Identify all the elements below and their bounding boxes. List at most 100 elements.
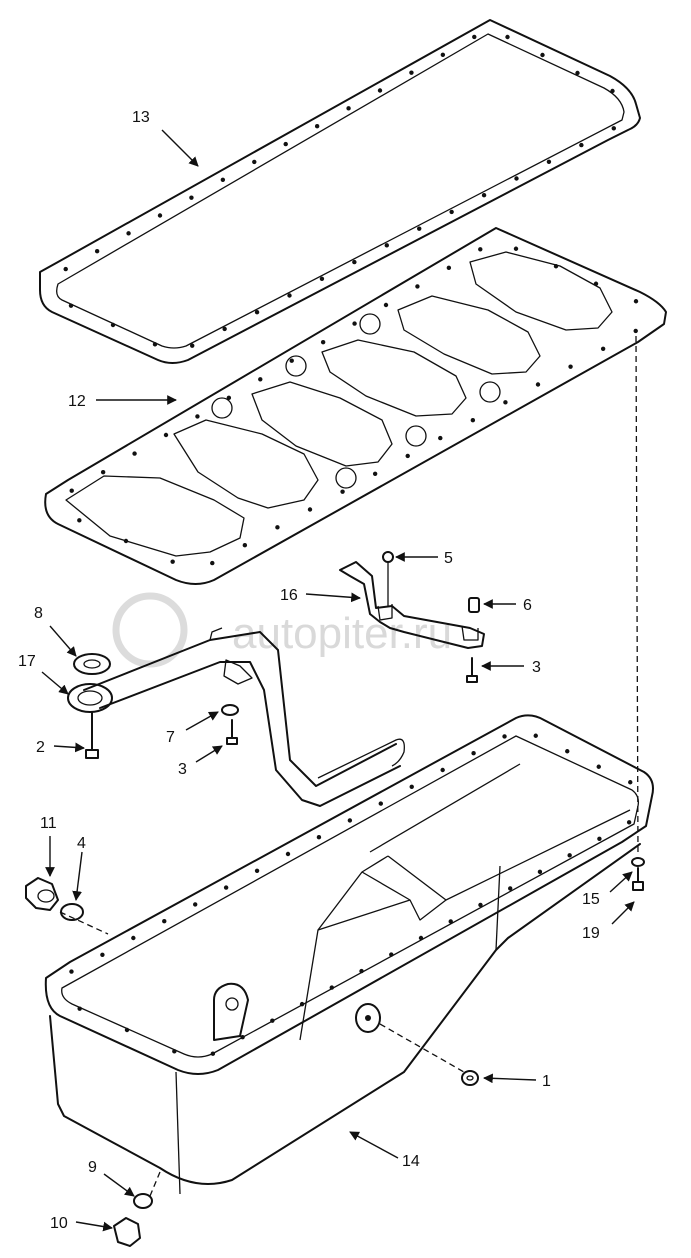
bolt-hole xyxy=(502,734,507,739)
bolt-hole xyxy=(347,818,353,823)
callout-arrows xyxy=(41,129,635,1232)
watermark: autopiter.ru xyxy=(112,592,452,668)
bolt-hole xyxy=(283,141,288,147)
bolt-hole xyxy=(210,560,215,566)
bolt-hole xyxy=(513,246,519,251)
bolt-hole xyxy=(226,395,232,401)
callout-5: 5 xyxy=(444,550,453,567)
bolt-hole xyxy=(69,969,74,974)
bolt-hole xyxy=(446,265,452,271)
bolt-hole xyxy=(77,1006,82,1011)
bolt-hole xyxy=(600,346,606,351)
bolt-hole xyxy=(131,935,136,941)
part-9-o-ring xyxy=(133,1193,153,1209)
bolt-hole xyxy=(69,488,74,493)
part-14-oil-pan xyxy=(44,714,654,1195)
bolt-hole xyxy=(346,106,351,111)
callout-2: 2 xyxy=(36,739,45,756)
bolt-hole xyxy=(68,303,74,308)
alignment-lines xyxy=(59,335,639,1197)
bolt-hole xyxy=(258,377,263,382)
part-6-spacer xyxy=(468,597,480,613)
callout-labels: 13 12 5 16 6 3 8 17 2 7 3 11 4 1 14 9 10… xyxy=(18,109,600,1232)
bolt-hole xyxy=(448,919,453,924)
part-3-bolt-left xyxy=(226,719,238,745)
bolt-hole xyxy=(440,767,445,773)
part-5-nut xyxy=(382,551,394,606)
bolt-hole xyxy=(352,321,357,326)
bolt-hole xyxy=(533,733,538,738)
bolt-hole xyxy=(223,885,229,890)
bolt-hole xyxy=(579,142,584,148)
bolt-hole xyxy=(242,543,248,548)
bolt-hole xyxy=(372,471,378,476)
callout-6: 6 xyxy=(523,597,532,614)
bolt-hole xyxy=(287,293,292,298)
callout-9: 9 xyxy=(88,1159,97,1176)
bolt-hole xyxy=(596,764,601,769)
bolt-hole xyxy=(320,339,326,345)
oil-suction-tube xyxy=(67,627,405,807)
bolt-hole xyxy=(340,489,345,494)
bolt-hole xyxy=(389,952,394,957)
bolt-hole xyxy=(438,435,443,441)
part-2-bolt xyxy=(85,711,99,759)
bolt-hole xyxy=(535,382,541,387)
bolt-hole xyxy=(508,886,513,891)
bolt-hole xyxy=(254,310,260,315)
bolt-hole xyxy=(626,820,632,825)
bolt-hole xyxy=(628,780,633,785)
bolt-hole xyxy=(329,985,334,990)
part-15-washer xyxy=(631,857,645,867)
bolt-hole xyxy=(210,1051,216,1056)
bolt-hole xyxy=(384,243,389,248)
bolt-hole xyxy=(611,126,616,131)
bolt-hole xyxy=(152,342,158,347)
bolt-hole xyxy=(505,34,510,40)
bolt-hole xyxy=(94,249,100,254)
bolt-hole xyxy=(610,88,615,94)
bolt-hole xyxy=(546,159,552,164)
callout-14: 14 xyxy=(402,1153,420,1170)
bolt-hole xyxy=(472,34,477,40)
bolt-hole xyxy=(568,364,573,369)
bolt-hole xyxy=(633,328,638,334)
bolt-hole xyxy=(378,801,383,806)
callout-16: 16 xyxy=(280,587,298,604)
bolt-hole xyxy=(540,52,545,58)
callout-1: 1 xyxy=(542,1073,551,1090)
bolt-hole xyxy=(307,507,313,512)
bolt-hole xyxy=(503,400,508,405)
bolt-hole xyxy=(240,1035,245,1040)
bolt-hole xyxy=(172,1049,177,1054)
bolt-hole xyxy=(409,784,414,789)
bolt-hole xyxy=(299,1001,305,1007)
part-16-bracket xyxy=(339,561,485,649)
bolt-hole xyxy=(132,451,137,456)
bolt-hole xyxy=(470,418,476,423)
bolt-hole xyxy=(163,432,169,438)
part-12-lower-gasket xyxy=(44,227,667,585)
bolt-hole xyxy=(63,266,68,272)
bolt-hole xyxy=(537,869,543,875)
bolt-hole xyxy=(275,525,280,530)
callout-13: 13 xyxy=(132,109,150,126)
bolt-hole xyxy=(124,1027,130,1033)
bolt-hole xyxy=(481,193,487,198)
bolt-hole xyxy=(633,299,639,304)
bolt-hole xyxy=(478,247,483,252)
bolt-hole xyxy=(314,124,320,129)
bolt-hole xyxy=(193,902,198,907)
callout-3-right: 3 xyxy=(532,659,541,676)
bolt-hole xyxy=(514,176,519,181)
callout-7: 7 xyxy=(166,729,175,746)
callout-19: 19 xyxy=(582,925,600,942)
part-1-plug xyxy=(461,1070,479,1086)
bolt-hole xyxy=(222,326,227,332)
bolt-hole xyxy=(189,195,194,200)
bolt-hole xyxy=(190,343,195,348)
bolt-hole xyxy=(409,70,414,75)
callout-4: 4 xyxy=(77,835,86,852)
bolt-hole xyxy=(352,259,357,265)
